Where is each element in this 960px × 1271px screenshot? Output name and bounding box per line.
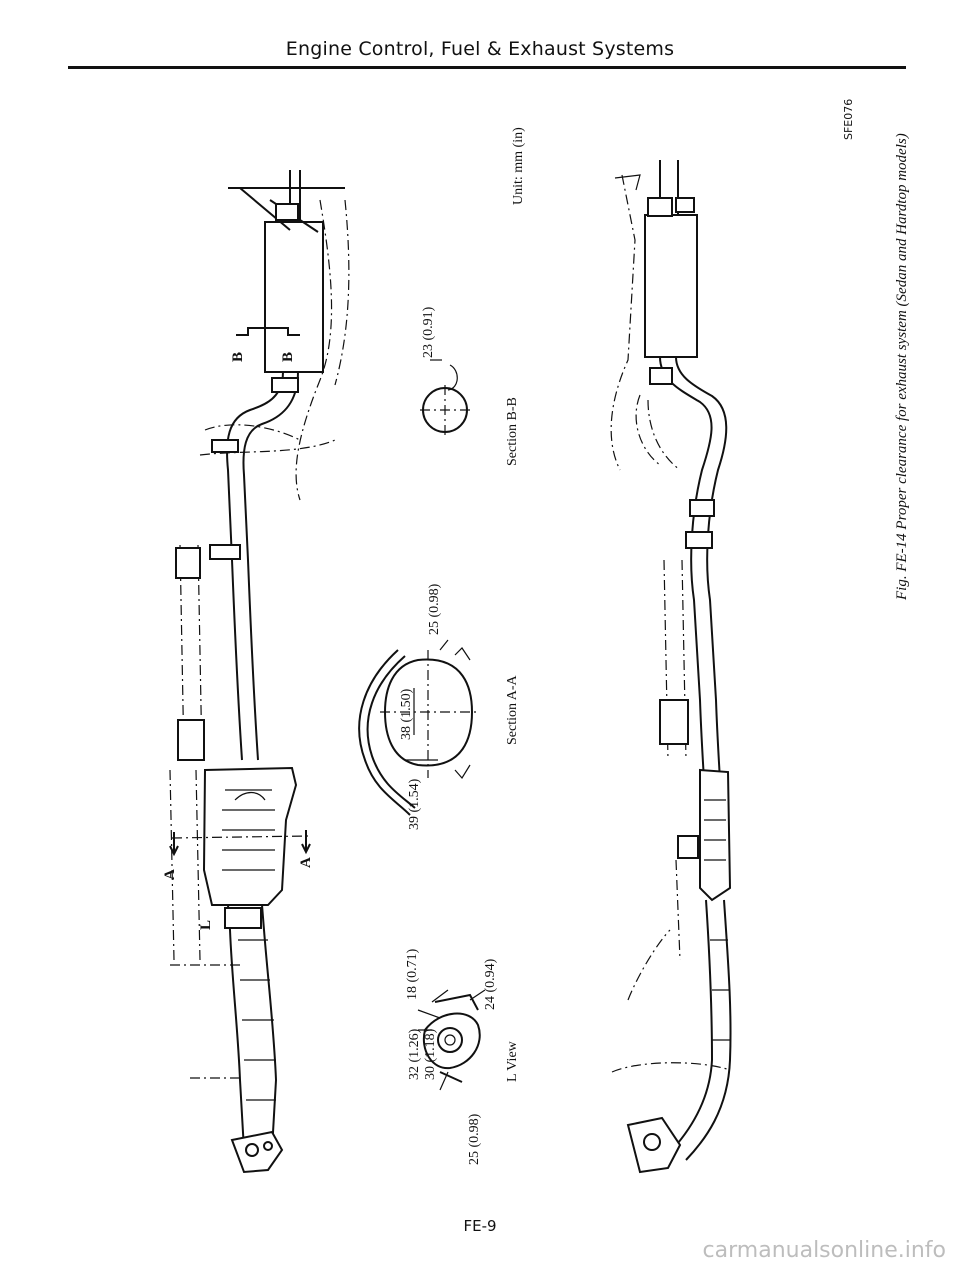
propeller-shaft [179,544,203,761]
center-bearing [177,719,205,761]
main-muffler-lower [644,214,698,358]
l-view-dim-18: 18 (0.71) [405,948,420,1000]
figure-caption: Fig. FE-14 Proper clearance for exhaust … [894,133,910,601]
section-aa-detail: 38 (1.50) 39 (1.54) 25 (0.98) Section A-… [358,583,520,830]
front-tube-right-wall [261,904,278,1151]
catalytic-converter-shield [202,766,298,906]
section-aa-dim-25: 25 (0.98) [427,583,442,635]
muffler-hanger [275,203,299,221]
body-outline-lower [610,174,636,471]
section-a-mark-left: A [162,869,178,880]
front-flange [224,907,262,929]
page-header: Engine Control, Fuel & Exhaust Systems [285,38,675,60]
watermark: carmanualsonline.info [702,1238,946,1263]
section-aa-shield-outer [358,649,411,816]
unit-label: Unit: mm (in) [511,127,526,205]
front-tube-left-wall [227,904,245,1151]
upper-exhaust-assembly: B B A A L [162,170,350,1174]
catalytic-converter-lower [699,768,732,902]
section-b-mark-left: B [230,352,246,362]
section-a-cutline [171,835,309,839]
l-view-detail: 32 (1.26) 30 (1.18) 25 (0.98) 18 (0.71) … [405,948,520,1165]
section-bb-title: Section B-B [505,397,520,466]
l-view-flange [422,1012,481,1070]
main-muffler [264,221,324,373]
section-aa-title: Section A-A [505,675,520,745]
front-tube-lower-left [671,899,714,1151]
body-outline-upper [295,199,333,501]
section-b-cutline [236,327,300,336]
section-aa-dim-38: 38 (1.50) [399,688,414,740]
rear-hanger [271,377,299,393]
view-l-mark: L [198,920,214,930]
center-tube-left-wall [226,371,284,761]
section-aa-pipe [383,658,474,767]
section-bb-detail: 23 (0.91) Section B-B [420,306,520,466]
l-view-dim-25: 25 (0.98) [467,1113,482,1165]
header-rule [68,66,906,69]
section-bb-dimension: 23 (0.91) [421,306,436,358]
l-view-dim-24: 24 (0.94) [483,958,498,1010]
figure-code: SFE076 [842,99,855,140]
mid-hanger [209,544,241,560]
center-tube-right-wall [242,371,299,761]
l-view-title: L View [505,1040,520,1082]
l-view-dim-30: 30 (1.18) [423,1028,438,1080]
page-number: FE-9 [463,1217,497,1235]
section-b-mark-right: B [280,352,296,362]
section-a-mark-right: A [298,857,314,868]
lower-exhaust-assembly [610,160,732,1174]
section-aa-dim-39: 39 (1.54) [407,778,422,830]
l-view-dim-32: 32 (1.26) [407,1028,422,1080]
center-bearing-lower [659,699,689,745]
